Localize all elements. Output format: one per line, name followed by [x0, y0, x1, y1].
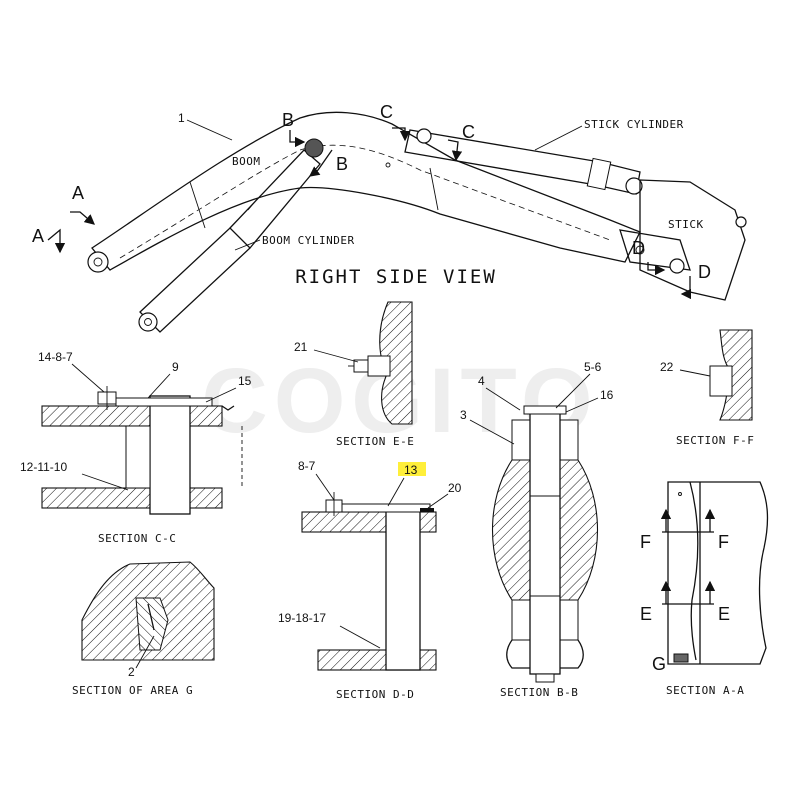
- bb-callout-4: 3: [460, 408, 467, 422]
- boom-foot-pin: [87, 251, 109, 273]
- dd-callout-1: 8-7: [298, 459, 316, 473]
- stick-cylinder: [404, 128, 643, 195]
- section-f-f: 22 SECTION F-F: [660, 329, 754, 447]
- ff-callout-1: 22: [660, 360, 674, 374]
- aa-letter-f-left: F: [640, 532, 651, 552]
- stick: [619, 179, 747, 301]
- ff-caption: SECTION F-F: [676, 434, 754, 447]
- dd-caption: SECTION D-D: [336, 688, 414, 701]
- cc-caption: SECTION C-C: [98, 532, 176, 545]
- bb-callout-1: 4: [478, 374, 485, 388]
- bb-callout-2: 5-6: [584, 360, 602, 374]
- section-marker-b: B B: [282, 110, 348, 177]
- svg-text:D: D: [698, 262, 711, 282]
- svg-text:D: D: [632, 238, 645, 258]
- section-area-g: 2 SECTION OF AREA G: [72, 561, 215, 697]
- section-d-d: 13 8-7 20 19-18-17 SECTION D-D: [278, 459, 462, 701]
- aa-letter-g: G: [652, 654, 666, 674]
- section-e-e: 21 SECTION E-E: [294, 301, 414, 448]
- cc-callout-2: 9: [172, 360, 179, 374]
- cc-callout-4: 12-11-10: [20, 460, 67, 474]
- section-c-c: 14-8-7 9 15 12-11-10 SECTION C-C: [20, 350, 252, 545]
- bb-caption: SECTION B-B: [500, 686, 578, 699]
- svg-text:A: A: [72, 183, 84, 203]
- highlight-box: [398, 462, 426, 476]
- section-marker-a: A A: [32, 183, 95, 254]
- dd-callout-4: 19-18-17: [278, 611, 326, 625]
- svg-text:C: C: [380, 102, 393, 122]
- bb-callout-3: 16: [600, 388, 614, 402]
- callout-1: 1: [178, 111, 185, 125]
- section-b-b: 4 5-6 16 3 SECTION B-B: [460, 360, 614, 699]
- aa-letter-f-right: F: [718, 532, 729, 552]
- section-a-a: F F E E G SECTION A-A: [640, 481, 769, 697]
- aa-letter-e-right: E: [718, 604, 730, 624]
- boom-cylinder-label: BOOM CYLINDER: [262, 234, 355, 247]
- g-callout-1: 2: [128, 665, 135, 679]
- view-title: RIGHT SIDE VIEW: [295, 266, 497, 288]
- section-marker-d: D D: [632, 238, 711, 300]
- ee-caption: SECTION E-E: [336, 435, 414, 448]
- dd-callout-3: 20: [448, 481, 462, 495]
- boom-label: BOOM: [232, 155, 261, 168]
- stick-label: STICK: [668, 218, 704, 231]
- boom-cylinder: [138, 138, 324, 333]
- dd-callout-2: 13: [404, 463, 418, 477]
- svg-text:B: B: [336, 154, 348, 174]
- cc-callout-1: 14-8-7: [38, 350, 73, 364]
- svg-text:A: A: [32, 226, 44, 246]
- cc-callout-3: 15: [238, 374, 252, 388]
- right-side-view: BOOM BOOM CYLINDER STICK CYLINDER STICK …: [32, 102, 747, 333]
- stick-cylinder-label: STICK CYLINDER: [584, 118, 684, 131]
- aa-letter-e-left: E: [640, 604, 652, 624]
- svg-text:B: B: [282, 110, 294, 130]
- ee-callout-1: 21: [294, 340, 308, 354]
- section-marker-c: C C: [380, 102, 475, 162]
- boom-outline: [91, 111, 641, 271]
- g-caption: SECTION OF AREA G: [72, 684, 193, 697]
- aa-caption: SECTION A-A: [666, 684, 744, 697]
- svg-text:C: C: [462, 122, 475, 142]
